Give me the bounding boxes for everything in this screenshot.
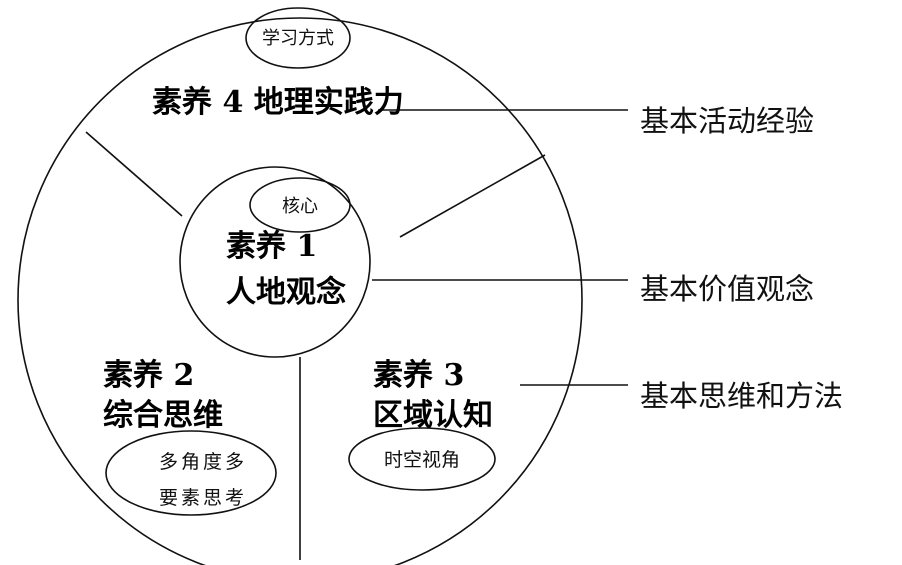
- outer-circle: [17, 17, 583, 565]
- learning-method-bubble: [245, 7, 351, 69]
- multi-angle-bubble: [105, 430, 277, 516]
- multi-angle-text-line2: 要素思考: [159, 487, 247, 509]
- core-bubble: [249, 177, 351, 233]
- competency-1-line2: 人地观念: [226, 275, 346, 310]
- space-time-bubble: [348, 427, 496, 491]
- competency-3-line1: 素养 3: [373, 358, 464, 393]
- learning-method-text: 学习方式: [262, 28, 334, 49]
- core-text: 核心: [282, 196, 318, 217]
- competency-2-line2: 综合思维: [103, 398, 223, 433]
- competency-1-line1: 素养 1: [226, 229, 317, 264]
- competency-2-line1: 素养 2: [103, 358, 194, 393]
- divider-upper-right: [399, 154, 546, 238]
- space-time-text: 时空视角: [384, 449, 460, 471]
- multi-angle-text-line1: 多角度多: [159, 451, 247, 473]
- inner-circle: [179, 166, 371, 358]
- competency-3-line2: 区域认知: [373, 398, 493, 433]
- basic-activity-experience-label: 基本活动经验: [640, 104, 814, 138]
- competency-4-label: 素养 4 地理实践力: [152, 85, 404, 120]
- basic-values-label: 基本价值观念: [640, 272, 814, 306]
- divider-upper-left: [85, 131, 183, 217]
- basic-thinking-methods-label: 基本思维和方法: [640, 379, 843, 413]
